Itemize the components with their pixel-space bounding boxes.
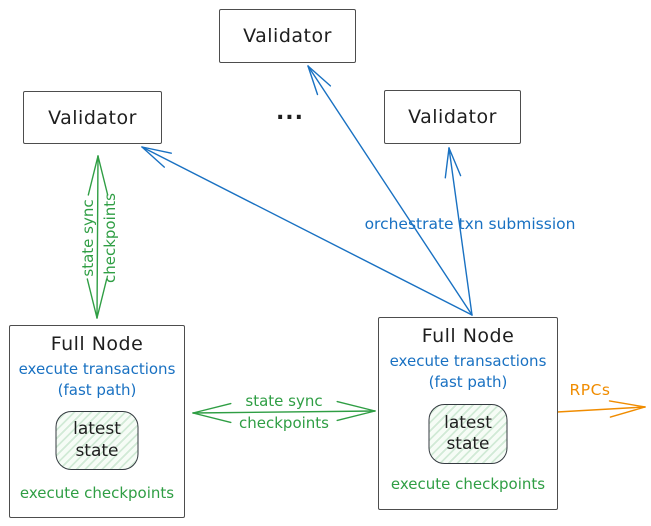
rpcs-arrow-icon [556, 400, 646, 418]
validator-box-left: Validator [23, 91, 162, 144]
state-sync-horizontal-line2: checkpoints [239, 414, 329, 432]
latest-state-left-line2: state [75, 440, 119, 461]
orchestrate-txn-submission-label: orchestrate txn submission [364, 215, 576, 233]
validator-top-label: Validator [243, 25, 332, 47]
rpcs-label: RPCs [569, 381, 611, 399]
full-node-left-exec-checkpoints: execute checkpoints [19, 484, 175, 502]
full-node-box-left: Full Node execute transactions (fast pat… [9, 325, 185, 518]
latest-state-left-line1: latest [73, 419, 121, 440]
orchestrate-arrow-right-validator-icon [444, 147, 473, 316]
full-node-right-exec-checkpoints: execute checkpoints [390, 475, 546, 493]
latest-state-box-right: latest state [428, 404, 508, 464]
state-sync-vertical-line2: checkpoints [101, 193, 119, 283]
validators-ellipsis: ... [275, 100, 305, 125]
full-node-left-fast-path: (fast path) [57, 381, 137, 399]
full-node-right-exec-transactions: execute transactions [389, 352, 547, 370]
latest-state-right-line1: latest [444, 412, 492, 433]
full-node-box-right: Full Node execute transactions (fast pat… [378, 317, 558, 510]
full-node-right-fast-path: (fast path) [428, 373, 508, 391]
state-sync-vertical-label: state sync checkpoints [77, 170, 121, 306]
state-sync-vertical-line1: state sync [79, 199, 97, 277]
full-node-left-exec-transactions: execute transactions [18, 360, 176, 378]
validator-box-right: Validator [384, 90, 521, 144]
validator-box-top: Validator [219, 9, 356, 63]
latest-state-right-line2: state [446, 434, 490, 454]
orchestrate-arrow-top-validator-icon [307, 65, 473, 316]
orchestrate-arrow-left-validator-icon [141, 146, 473, 316]
validator-left-label: Validator [48, 106, 137, 129]
latest-state-box-left: latest state [55, 411, 139, 470]
state-sync-horizontal-arrow-icon [192, 400, 376, 424]
state-sync-vertical-arrow-icon [86, 155, 109, 319]
full-node-right-title: Full Node [421, 325, 515, 347]
full-node-left-title: Full Node [50, 333, 144, 355]
validator-right-label: Validator [408, 106, 497, 128]
state-sync-horizontal-line1: state sync [245, 392, 323, 410]
